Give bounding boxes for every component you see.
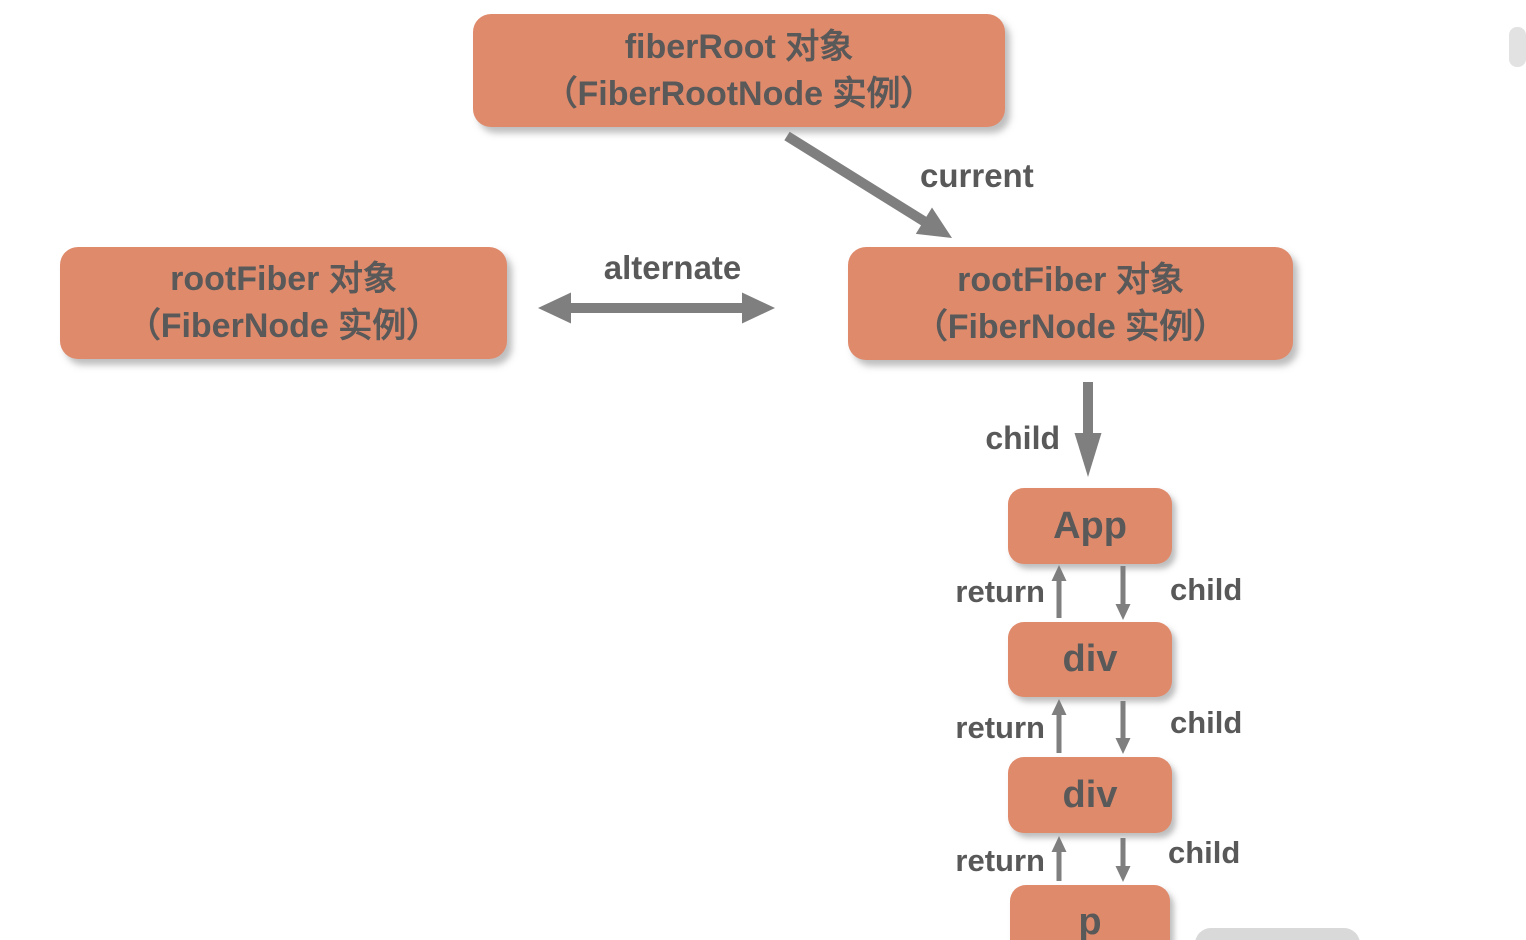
return-arrow-1	[1051, 565, 1067, 618]
label-child-div-p: child	[1168, 835, 1241, 870]
child-arrow-3	[1115, 838, 1131, 882]
label-child-root: child	[985, 420, 1060, 456]
node-root-fiber-right: rootFiber 对象 （FiberNode 实例）	[848, 247, 1293, 360]
node-div-inner: div	[1008, 757, 1172, 833]
label-current: current	[920, 157, 1034, 194]
child-arrow-1	[1115, 566, 1131, 620]
node-root-fiber-right-line1: rootFiber 对象	[957, 260, 1184, 299]
node-app-label: App	[1053, 504, 1127, 547]
node-div-outer-label: div	[1062, 638, 1118, 681]
node-root-fiber-left-line1: rootFiber 对象	[170, 260, 397, 299]
node-p: p	[1010, 885, 1170, 940]
child-arrow-2	[1115, 701, 1131, 754]
node-root-fiber-right-line2: （FiberNode 实例）	[913, 307, 1228, 346]
label-return-div-p: return	[955, 843, 1045, 878]
node-fiber-root: fiberRoot 对象 （FiberRootNode 实例）	[473, 14, 1005, 127]
node-app: App	[1008, 488, 1172, 564]
node-fiber-root-line1: fiberRoot 对象	[624, 27, 854, 66]
label-child-div-div: child	[1170, 705, 1243, 740]
label-return-app-div: return	[955, 574, 1045, 609]
return-arrow-2	[1051, 699, 1067, 753]
node-partial-cutoff	[1195, 928, 1360, 940]
label-alternate: alternate	[603, 249, 742, 286]
alternate-arrow	[538, 292, 775, 324]
child-arrow-root	[1074, 382, 1102, 477]
label-return-div-div: return	[955, 710, 1045, 745]
node-root-fiber-left-line2: （FiberNode 实例）	[126, 307, 441, 345]
label-child-app-div: child	[1170, 572, 1243, 607]
node-div-outer: div	[1008, 622, 1172, 697]
node-fiber-root-line2: （FiberRootNode 实例）	[543, 74, 935, 113]
vertical-scrollbar-thumb[interactable]	[1509, 27, 1526, 67]
node-div-inner-label: div	[1062, 773, 1118, 816]
return-arrow-3	[1051, 836, 1067, 881]
node-root-fiber-left: rootFiber 对象 （FiberNode 实例）	[60, 247, 507, 359]
node-p-label: p	[1078, 900, 1102, 940]
